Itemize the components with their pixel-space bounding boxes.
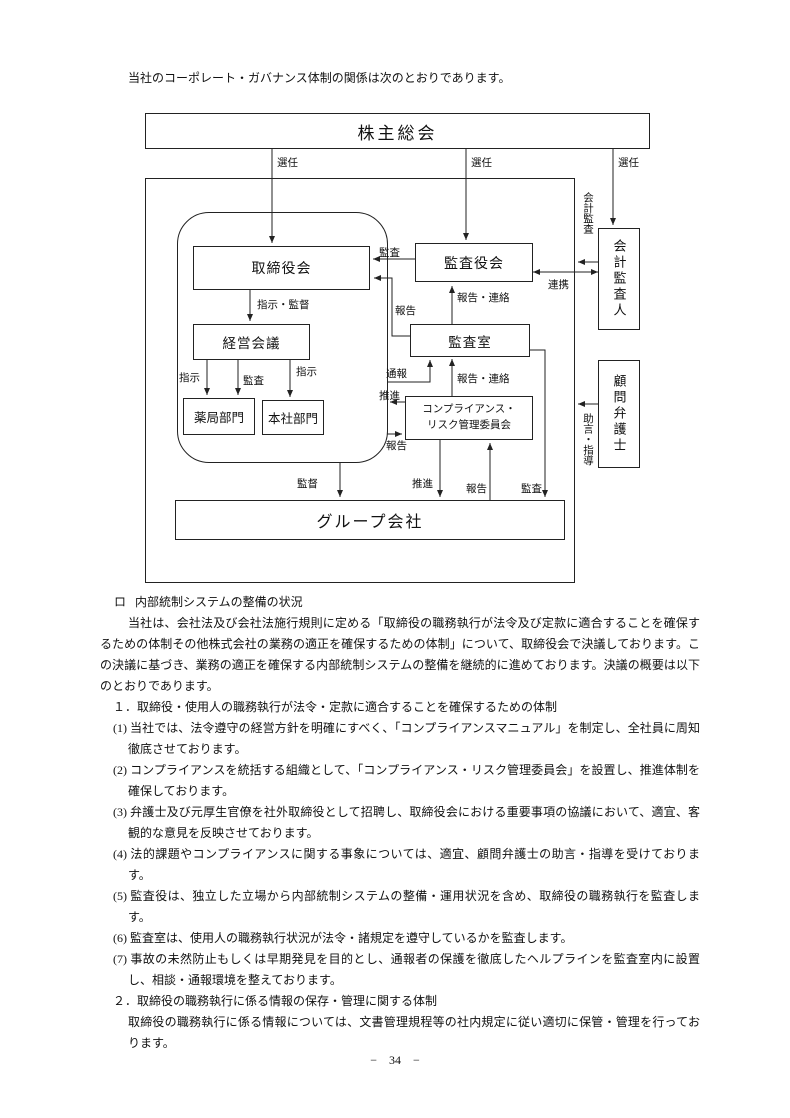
item-number: (4) bbox=[113, 847, 127, 861]
arrow-label-appointment-2: 選任 bbox=[471, 158, 492, 169]
list-item-3: (3)弁護士及び元厚生官僚を社外取締役として招聘し、取締役会における重要事項の協… bbox=[113, 802, 700, 844]
group-companies-label: グループ会社 bbox=[316, 514, 424, 531]
arrow-label-instruction-1: 指示 bbox=[179, 373, 200, 384]
box-pharmacy-division: 薬局部門 bbox=[183, 398, 255, 435]
intro-text: 当社のコーポレート・ガバナンス体制の関係は次のとおりであります。 bbox=[128, 71, 511, 85]
item-text: 監査室は、使用人の職務執行状況が法令・諸規定を遵守しているかを監査します。 bbox=[130, 931, 573, 945]
arrow-label-report-contact-1: 報告・連絡 bbox=[457, 293, 510, 304]
box-audit-board: 監査役会 bbox=[415, 243, 533, 282]
compliance-committee-line1: コンプライアンス・ bbox=[422, 403, 516, 415]
box-audit-office: 監査室 bbox=[410, 324, 530, 357]
audit-office-label: 監査室 bbox=[448, 334, 492, 350]
execution-rounded-frame bbox=[177, 212, 388, 463]
arrow-label-advice-guidance: 助言・指導 bbox=[582, 413, 593, 466]
head-office-division-label: 本社部門 bbox=[267, 412, 318, 426]
arrow-label-cooperation: 連携 bbox=[548, 280, 569, 291]
board-of-directors-label: 取締役会 bbox=[251, 262, 312, 277]
arrow-label-instruction-supervision: 指示・監督 bbox=[257, 300, 310, 311]
compliance-committee-line2: リスク管理委員会 bbox=[427, 420, 511, 431]
list-item-4: (4)法的課題やコンプライアンスに関する事象については、適宜、顧問弁護士の助言・… bbox=[113, 844, 700, 886]
page-number: − 34 − bbox=[370, 1053, 420, 1067]
section-heading: ロ内部統制システムの整備の状況 bbox=[114, 592, 700, 613]
list-item-1: (1)当社では、法令遵守の経営方針を明確にすべく、「コンプライアンスマニュアル」… bbox=[113, 718, 700, 760]
company-outer-frame bbox=[145, 178, 575, 583]
subsection-1-title: １．取締役・使用人の職務執行が法令・定款に適合することを確保するための体制 bbox=[113, 700, 558, 714]
arrow-label-promotion-1: 推進 bbox=[379, 391, 400, 402]
item-text: 当社では、法令遵守の経営方針を明確にすべく、「コンプライアンスマニュアル」を制定… bbox=[128, 721, 700, 756]
section-title: 内部統制システムの整備の状況 bbox=[135, 595, 303, 609]
arrow-label-appointment-3: 選任 bbox=[618, 158, 639, 169]
list-item-7: (7)事故の未然防止もしくは早期発見を目的とし、通報者の保護を徹底したヘルプライ… bbox=[113, 949, 700, 991]
management-council-label: 経営会議 bbox=[222, 336, 281, 351]
arrow-label-report-contact-2: 報告・連絡 bbox=[457, 374, 510, 385]
arrow-label-report-2: 報告 bbox=[386, 441, 407, 452]
arrow-label-instruction-2: 指示 bbox=[296, 367, 317, 378]
arrow-label-whistleblowing: 通報 bbox=[386, 369, 407, 380]
arrow-label-promotion-2: 推進 bbox=[412, 479, 433, 490]
item-number: (3) bbox=[113, 805, 127, 819]
body-content: ロ内部統制システムの整備の状況 当社は、会社法及び会社法施行規則に定める「取締役… bbox=[100, 592, 700, 1054]
arrow-label-audit-2: 監査 bbox=[243, 376, 264, 387]
item-number: (1) bbox=[113, 721, 127, 735]
shareholders-meeting-label: 株主総会 bbox=[357, 123, 438, 143]
section-marker: ロ bbox=[114, 595, 127, 609]
accounting-auditor-label: 会計監査人 bbox=[611, 239, 627, 319]
item-number: (7) bbox=[113, 952, 127, 966]
box-legal-advisor: 顧問弁護士 bbox=[598, 360, 640, 468]
item-number: (5) bbox=[113, 889, 127, 903]
box-board-of-directors: 取締役会 bbox=[193, 246, 370, 290]
list-item-5: (5)監査役は、独立した立場から内部統制システムの整備・運用状況を含め、取締役の… bbox=[113, 886, 700, 928]
compliance-committee-label: コンプライアンス・ リスク管理委員会 bbox=[422, 402, 516, 435]
arrow-label-appointment-1: 選任 bbox=[277, 158, 298, 169]
item-text: 事故の未然防止もしくは早期発見を目的とし、通報者の保護を徹底したヘルプラインを監… bbox=[128, 952, 700, 987]
subsection-2-text: 取締役の職務執行に係る情報については、文書管理規程等の社内規定に従い適切に保管・… bbox=[128, 1015, 700, 1050]
subsection-2-title: ２．取締役の職務執行に係る情報の保存・管理に関する体制 bbox=[113, 994, 438, 1008]
box-management-council: 経営会議 bbox=[193, 324, 310, 360]
arrow-label-report-3: 報告 bbox=[466, 484, 487, 495]
item-text: 弁護士及び元厚生官僚を社外取締役として招聘し、取締役会における重要事項の協議にお… bbox=[128, 805, 700, 840]
box-shareholders-meeting: 株主総会 bbox=[145, 113, 650, 149]
box-group-companies: グループ会社 bbox=[175, 500, 565, 540]
list-item-2: (2)コンプライアンスを統括する組織として、「コンプライアンス・リスク管理委員会… bbox=[113, 760, 700, 802]
arrow-label-report-1: 報告 bbox=[395, 306, 416, 317]
audit-board-label: 監査役会 bbox=[444, 256, 504, 272]
item-text: 監査役は、独立した立場から内部統制システムの整備・運用状況を含め、取締役の職務執… bbox=[128, 889, 700, 924]
box-accounting-auditor: 会計監査人 bbox=[598, 228, 640, 330]
box-compliance-committee: コンプライアンス・ リスク管理委員会 bbox=[405, 396, 533, 440]
pharmacy-division-label: 薬局部門 bbox=[193, 411, 244, 425]
arrow-label-audit-1: 監査 bbox=[379, 248, 400, 259]
item-number: (6) bbox=[113, 931, 127, 945]
box-head-office-division: 本社部門 bbox=[262, 400, 324, 435]
arrow-label-audit-3: 監査 bbox=[521, 484, 542, 495]
item-text: 法的課題やコンプライアンスに関する事象については、適宜、顧問弁護士の助言・指導を… bbox=[128, 847, 700, 882]
legal-advisor-label: 顧問弁護士 bbox=[611, 374, 627, 454]
arrow-label-supervision: 監督 bbox=[297, 479, 318, 490]
item-text: コンプライアンスを統括する組織として、「コンプライアンス・リスク管理委員会」を設… bbox=[128, 763, 700, 798]
list-item-6: (6)監査室は、使用人の職務執行状況が法令・諸規定を遵守しているかを監査します。 bbox=[113, 928, 700, 949]
arrow-label-accounting-audit: 会計監査 bbox=[582, 192, 593, 234]
lead-paragraph: 当社は、会社法及び会社法施行規則に定める「取締役の職務執行が法令及び定款に適合す… bbox=[100, 616, 700, 693]
item-number: (2) bbox=[113, 763, 127, 777]
